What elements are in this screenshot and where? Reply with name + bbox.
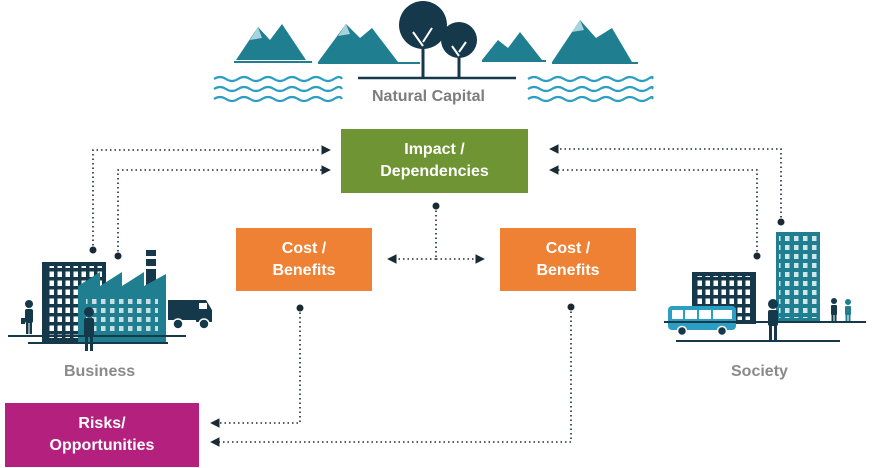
connector-business-to-impact-inner xyxy=(117,165,331,256)
connector-dots xyxy=(89,202,785,312)
risks-line2: Opportunities xyxy=(49,437,155,454)
person-icon xyxy=(831,298,837,323)
connector-cost-left-to-risks xyxy=(210,308,301,428)
connector-society-to-impact-inner xyxy=(549,165,758,256)
mountain-icon xyxy=(552,20,632,62)
cost-left-line2: Benefits xyxy=(272,261,336,279)
tree-icon xyxy=(399,1,447,78)
impact-box-line2: Dependencies xyxy=(380,163,489,180)
cost-benefits-box-left: Cost / Benefits xyxy=(236,228,372,291)
risks-opportunities-box: Risks/ Opportunities xyxy=(5,403,199,467)
impact-dependencies-box: Impact / Dependencies xyxy=(341,129,528,193)
business-label: Business xyxy=(64,363,136,380)
mountain-icon xyxy=(236,24,306,60)
person-icon xyxy=(845,299,851,322)
bus-icon xyxy=(668,306,736,337)
connector-business-to-impact-outer xyxy=(92,145,331,250)
natural-capital-illustration xyxy=(213,1,654,103)
tree-icon xyxy=(441,22,477,78)
mountain-icon xyxy=(318,24,398,62)
natural-capital-label: Natural Capital xyxy=(372,88,485,105)
cost-right-line2: Benefits xyxy=(536,261,600,279)
connector-society-to-impact-outer xyxy=(549,144,782,222)
impact-box-line1: Impact / xyxy=(404,141,465,158)
truck-icon xyxy=(168,300,212,330)
person-icon xyxy=(84,307,94,351)
person-icon xyxy=(768,299,778,341)
mountain-icon xyxy=(482,32,542,60)
water-wave-icon xyxy=(527,75,654,103)
connector-cost-right-to-risks xyxy=(210,307,572,447)
office-building-icon xyxy=(776,232,820,322)
water-wave-icon xyxy=(213,75,343,103)
risks-line1: Risks/ xyxy=(78,415,126,432)
cost-right-line1: Cost / xyxy=(545,239,591,257)
factory-icon xyxy=(78,250,166,342)
business-illustration xyxy=(8,250,212,351)
society-illustration xyxy=(664,232,866,342)
society-label: Society xyxy=(731,363,788,380)
person-icon xyxy=(21,300,33,334)
cost-benefits-box-right: Cost / Benefits xyxy=(500,228,636,291)
cost-left-line1: Cost / xyxy=(281,239,327,257)
connector-lines xyxy=(92,144,782,447)
